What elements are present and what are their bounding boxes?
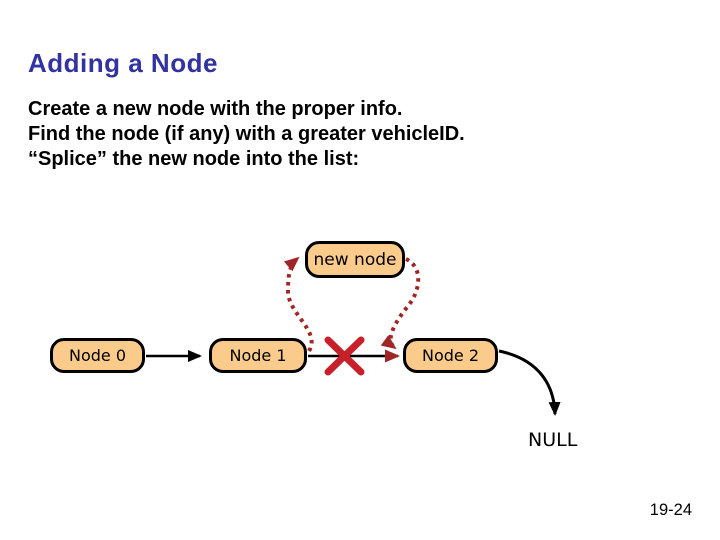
body-line-1: Create a new node with the proper info. [28,98,403,120]
node-2-box: Node 2 [403,338,498,373]
x-mark-icon [324,336,365,376]
node-2-label: Node 2 [421,346,480,365]
x-mark-stroke-2 [324,336,365,376]
page-number: 19-24 [649,501,692,519]
null-label: NULL [528,429,578,451]
x-mark-stroke-1 [324,336,365,376]
node-1-box: Node 1 [209,338,307,373]
arrow-node2-to-null [498,349,561,416]
body-line-2: Find the node (if any) with a greater ve… [28,123,465,145]
slide-body-text: Create a new node with the proper info. … [28,97,465,172]
node-0-label: Node 0 [68,346,127,365]
body-line-3: “Splice” the new node into the list: [28,148,360,170]
new-node-box: new node [305,241,405,278]
node-0-box: Node 0 [50,338,145,373]
node-1-label: Node 1 [229,346,287,365]
slide-title: Adding a Node [28,48,218,78]
new-node-label: new node [313,249,397,270]
